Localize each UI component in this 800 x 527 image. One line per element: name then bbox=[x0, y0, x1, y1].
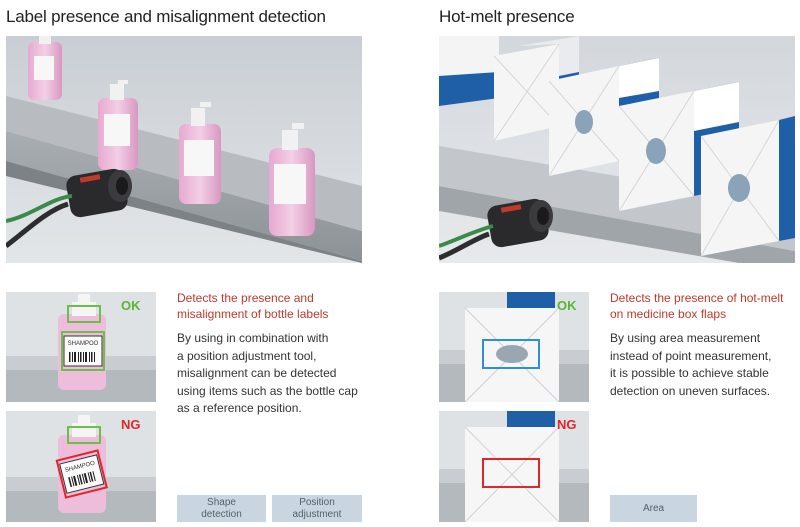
hot-melt-heading: Detects the presence of hot-melt on medi… bbox=[610, 290, 783, 322]
heading-line: misalignment of bottle labels bbox=[177, 307, 329, 321]
tag-line: adjustment bbox=[292, 508, 342, 520]
medicine-box-conveyor-image bbox=[439, 36, 795, 263]
ng-badge: NG bbox=[121, 417, 141, 432]
description-line: a position adjustment tool, bbox=[177, 348, 317, 363]
hot-melt-description: By using area measurement instead of poi… bbox=[610, 330, 771, 400]
label-detection-heading: Detects the presence and misalignment of… bbox=[177, 290, 328, 322]
ng-badge: NG bbox=[557, 417, 577, 432]
box-ok-example-image: OK bbox=[439, 292, 589, 402]
description-line: By using in combination with bbox=[177, 331, 329, 345]
description-line: as a reference position. bbox=[177, 401, 302, 415]
description-line: it is possible to achieve stable bbox=[610, 366, 769, 380]
ok-badge: OK bbox=[121, 298, 141, 313]
section-title-label-detection: Label presence and misalignment detectio… bbox=[6, 7, 326, 26]
tag-line: Shape bbox=[207, 496, 236, 508]
label-detection-description: By using in combination with a position … bbox=[177, 330, 358, 418]
tag-area: Area bbox=[610, 495, 697, 522]
description-line: misalignment can be detected bbox=[177, 366, 337, 380]
bottle-conveyor-image bbox=[6, 36, 362, 263]
bottle-ng-example-image: SHAMPOO NG bbox=[6, 411, 156, 522]
description-line: using items such as the bottle cap bbox=[177, 383, 358, 398]
bottle-label-text: SHAMPOO bbox=[68, 341, 99, 347]
tag-line: Area bbox=[642, 502, 665, 514]
ok-badge: OK bbox=[557, 298, 577, 313]
tag-line: Position bbox=[299, 496, 335, 508]
tag-position-adjustment: Position adjustment bbox=[272, 495, 362, 522]
heading-line: Detects the presence of hot-melt bbox=[610, 291, 784, 305]
heading-line: on medicine box flaps bbox=[610, 307, 727, 321]
bottle-ok-example-image: SHAMPOO OK bbox=[6, 292, 156, 402]
tag-line: detection bbox=[201, 508, 242, 520]
section-title-hot-melt: Hot-melt presence bbox=[439, 7, 575, 26]
heading-line: Detects the presence and bbox=[177, 291, 314, 305]
box-ng-example-image: NG bbox=[439, 411, 589, 522]
description-line: detection on uneven surfaces. bbox=[610, 383, 771, 398]
tag-shape-detection: Shape detection bbox=[177, 495, 266, 522]
description-line: By using area measurement bbox=[610, 331, 761, 345]
description-line: instead of point measurement, bbox=[610, 348, 772, 363]
